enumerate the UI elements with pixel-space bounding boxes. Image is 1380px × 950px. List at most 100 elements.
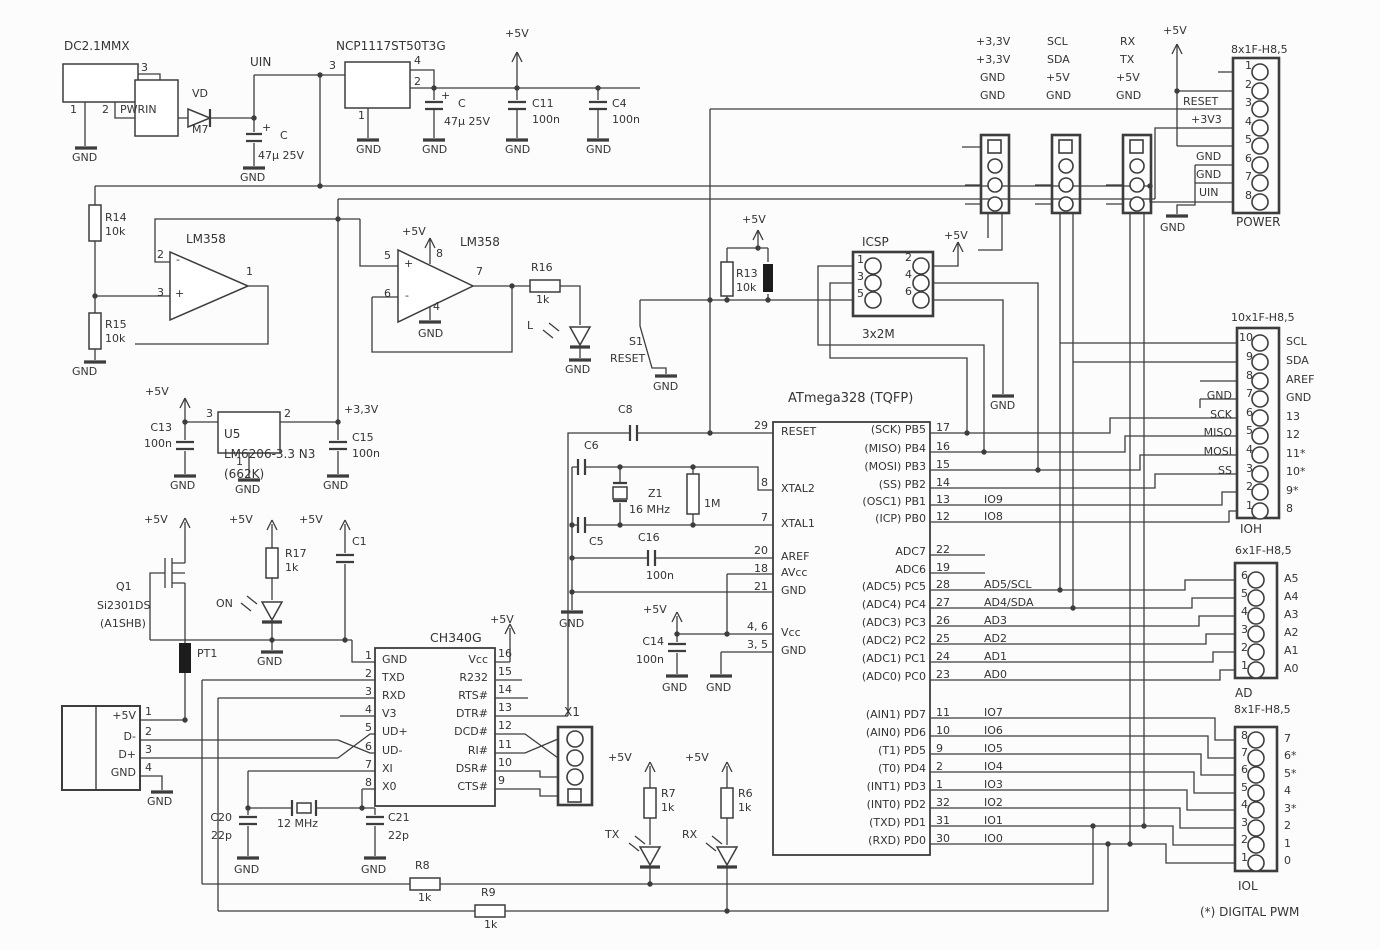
resistor-value: 1k	[285, 561, 299, 574]
ic-pin: X0	[382, 780, 397, 793]
opamp-title: LM358	[186, 232, 226, 246]
mcu-pin: (T0) PD4	[878, 762, 926, 775]
pin-number: 1	[358, 109, 365, 122]
pin-number: 4	[1241, 605, 1248, 618]
crystal-12mhz	[296, 802, 312, 814]
gnd-label: GND	[257, 655, 283, 668]
pin-number: 2	[284, 407, 291, 420]
net-label: MOSI	[1203, 445, 1232, 458]
connector-name: IOL	[1238, 879, 1258, 893]
ic-pin: TXD	[382, 671, 405, 684]
opamp-sign: -	[405, 289, 409, 302]
net-label: +5V	[1046, 71, 1070, 84]
cap-value: 47µ 25V	[258, 149, 305, 162]
net-label: +3V3	[1191, 113, 1222, 126]
cap-ref: C4	[612, 97, 627, 110]
net-label: +3,3V	[976, 53, 1011, 66]
resistor-r17	[265, 547, 279, 579]
ic-pin: UD+	[382, 725, 408, 738]
led-ref: ON	[216, 597, 233, 610]
crystal-value: 12 MHz	[277, 817, 319, 830]
wire-mcu-rows	[930, 417, 1237, 864]
net-label: GND	[1286, 391, 1312, 404]
mcu-pin: XTAL2	[781, 482, 815, 495]
pin-number: 3, 5	[747, 638, 768, 651]
net-label: GND	[980, 89, 1006, 102]
gnd-label: GND	[361, 863, 387, 876]
net-label: 3*	[1284, 802, 1297, 815]
gnd-label: GND	[234, 863, 260, 876]
pin-number: 3	[141, 61, 148, 74]
net-label: +5V	[112, 709, 136, 722]
cap-ref: C13	[150, 421, 172, 434]
resistor-r6	[720, 787, 734, 819]
mcu-pin: (ADC2) PC2	[861, 634, 926, 647]
pin-number: 17	[936, 421, 950, 434]
gnd-label: GND	[422, 143, 448, 156]
net-label: 2	[1284, 819, 1291, 832]
resistor-r9	[474, 904, 506, 918]
pin-number: 1	[1245, 59, 1252, 72]
gnd-label: GND	[586, 143, 612, 156]
cap-value: 47µ 25V	[444, 115, 491, 128]
mcu-pin: (TXD) PD1	[869, 816, 926, 829]
net-label: PWRIN	[120, 103, 157, 116]
pin-number: 7	[1245, 170, 1252, 183]
resistor-r14	[88, 204, 102, 242]
pin-number: 13	[936, 493, 950, 506]
resistor-value: 1k	[418, 891, 432, 904]
pin-number: 20	[754, 544, 768, 557]
cap-value: 100n	[612, 113, 640, 126]
resistor-value: 1k	[738, 801, 752, 814]
pin-number: 13	[498, 701, 512, 714]
pin-number: 22	[936, 543, 950, 556]
mcu-pin: XTAL1	[781, 517, 815, 530]
gnd-label: GND	[1160, 221, 1186, 234]
footnote: (*) DIGITAL PWM	[1200, 905, 1300, 919]
opamp-sign: +	[175, 287, 185, 300]
pin-number: 4	[145, 761, 152, 774]
net-label: AD1	[984, 650, 1007, 663]
connector-title: ICSP	[862, 235, 889, 249]
pin-number: 4	[905, 268, 912, 281]
ic-pin: RI#	[467, 744, 488, 757]
resistor-r15	[88, 312, 102, 350]
wire-analog	[94, 127, 1233, 478]
cap-value: 100n	[646, 569, 674, 582]
ic-pin: DTR#	[455, 707, 488, 720]
net-label: GND	[980, 71, 1006, 84]
ic-pin: R232	[459, 671, 488, 684]
mcu-title: ATmega328 (TQFP)	[788, 391, 914, 406]
pin-number: 8	[436, 247, 443, 260]
cap-value: 100n	[636, 653, 664, 666]
pin-number: 10	[1239, 331, 1253, 344]
resistor-ref: R15	[105, 318, 127, 331]
connector-name: POWER	[1236, 215, 1281, 229]
net-label: IO3	[984, 778, 1003, 791]
pin-number: 15	[936, 458, 950, 471]
net-label: D+	[118, 748, 136, 761]
net-label: +3,3V	[344, 403, 379, 416]
power-arrow-icons	[179, 43, 1183, 773]
pin-number: 5	[857, 287, 864, 300]
cap-ref: C5	[589, 535, 604, 548]
mcu-pin: GND	[781, 644, 807, 657]
net-label: D-	[123, 730, 136, 743]
power-label: +5V	[643, 603, 667, 616]
net-label: IO2	[984, 796, 1003, 809]
pin-number: 4	[433, 300, 440, 313]
power-label: +5V	[299, 513, 323, 526]
ic-pin: RXD	[382, 689, 406, 702]
regulator-title: NCP1117ST50T3G	[336, 39, 446, 53]
connector-name: IOH	[1240, 522, 1263, 536]
net-label: 0	[1284, 854, 1291, 867]
pin-number: 11	[936, 706, 950, 719]
pin-number: 7	[761, 511, 768, 524]
pin-number: 8	[365, 776, 372, 789]
pin-number: 23	[936, 668, 950, 681]
cap-value: 100n	[352, 447, 380, 460]
pin-number: 8	[1241, 729, 1248, 742]
net-label: 9*	[1286, 484, 1299, 497]
net-label: 7	[1284, 732, 1291, 745]
